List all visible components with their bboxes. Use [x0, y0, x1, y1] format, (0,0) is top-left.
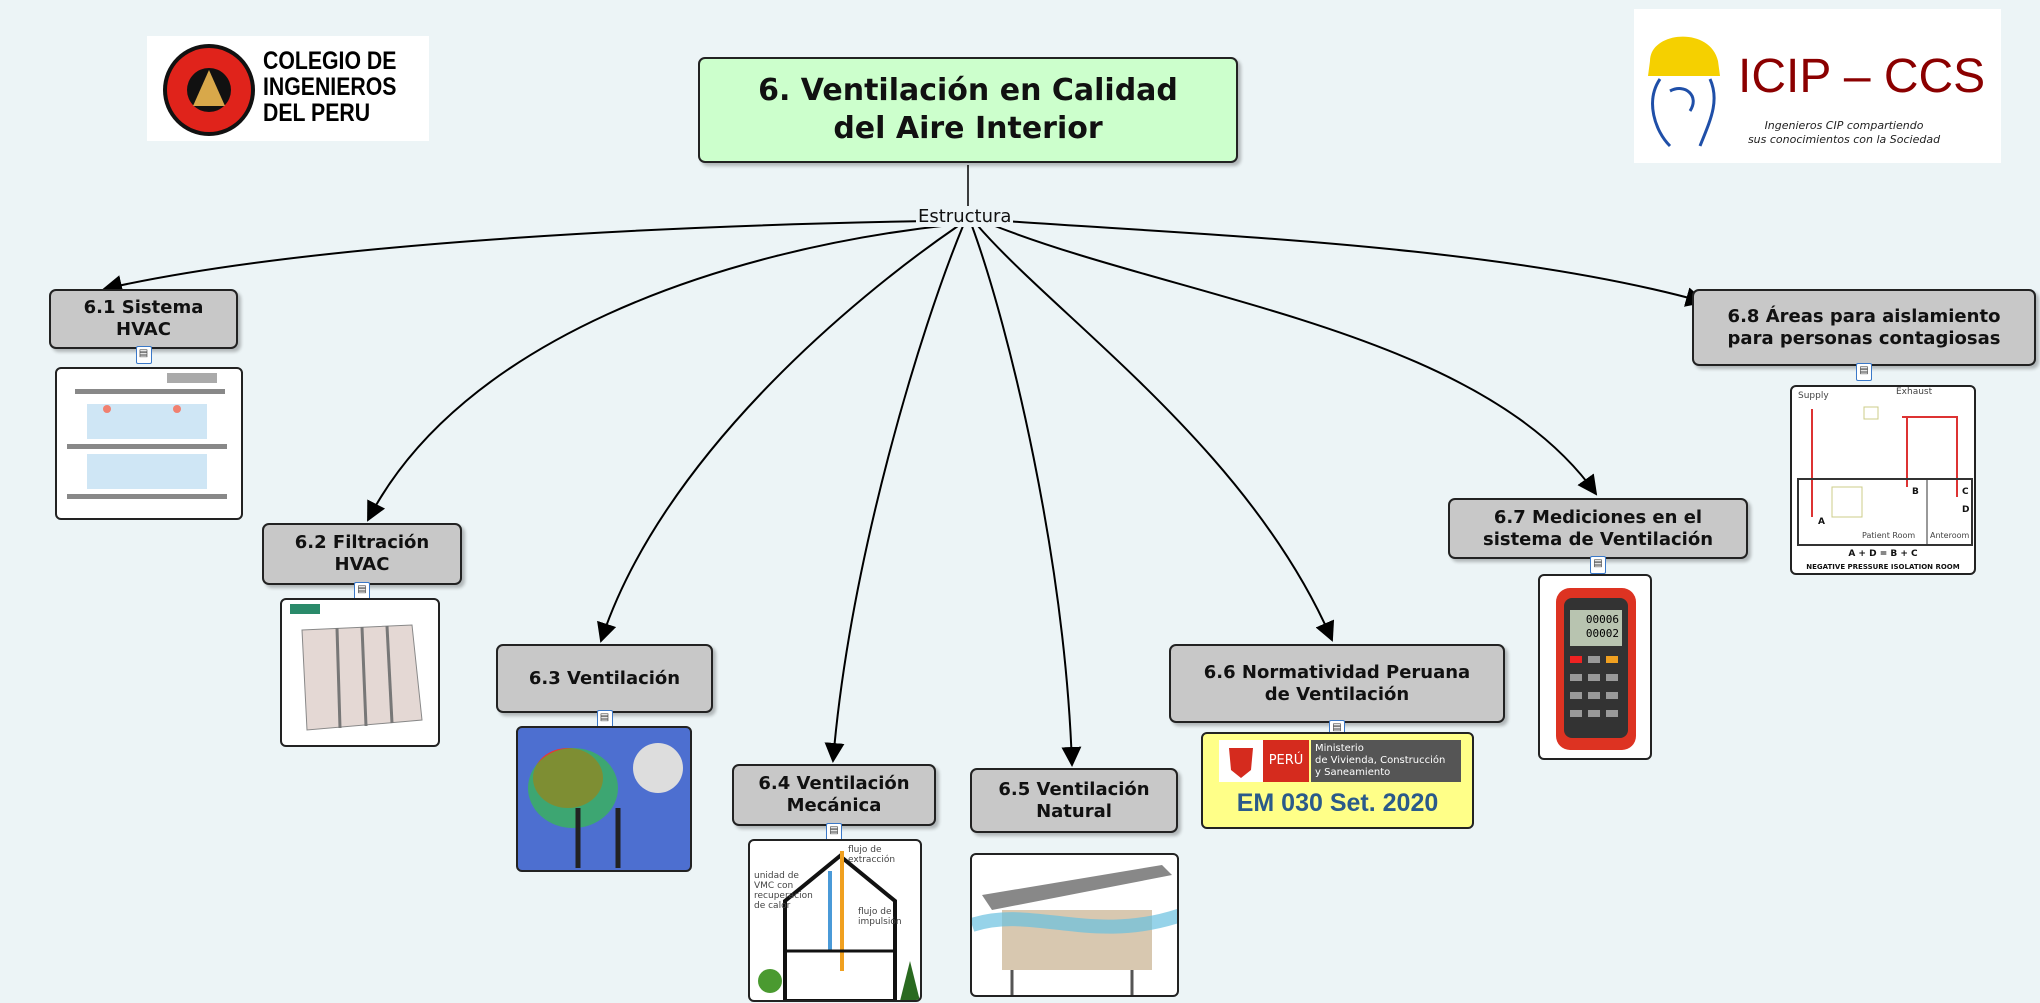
vmc-unit-label: unidad de VMC con recuperacion de calor	[754, 871, 813, 911]
node-label: sistema de Ventilación	[1482, 528, 1714, 550]
peru-coat-of-arms-icon	[1219, 740, 1263, 782]
peru-label: PERÚ	[1263, 740, 1309, 782]
mechanical-ventilation-image: flujo de extracción unidad de VMC con re…	[748, 839, 922, 1002]
node-label: para personas contagiosas	[1727, 327, 2001, 349]
link-6-5	[971, 225, 1082, 767]
node-label: 6.6 Normatividad Peruana	[1203, 661, 1471, 683]
connector-label: Estructura	[916, 206, 1014, 227]
cip-line1: COLEGIO DE	[263, 47, 397, 75]
cip-line2: INGENIEROS	[263, 73, 397, 101]
label-c: C	[1962, 487, 1969, 497]
node-label: HVAC	[334, 554, 390, 575]
central-title-line2: del Aire Interior	[833, 111, 1103, 146]
note-icon[interactable]: ▤	[1856, 363, 1872, 381]
node-label: HVAC	[116, 319, 171, 340]
node-label: Natural	[1036, 800, 1112, 822]
link-6-8	[1004, 220, 1706, 307]
manometer-image: 00006 00002	[1538, 574, 1652, 760]
label-a: A	[1818, 517, 1825, 527]
node-label: 6.8 Áreas para aislamiento	[1727, 305, 2001, 327]
node-label: Mecánica	[786, 795, 882, 816]
node-label: 6.7 Mediciones en el	[1493, 506, 1703, 528]
norm-code: EM 030 Set. 2020	[1236, 789, 1439, 817]
extract-flow-label: flujo de extracción	[848, 845, 896, 865]
helmet-head-icon	[1648, 36, 1720, 148]
label-b: B	[1912, 487, 1919, 497]
link-6-1	[102, 220, 931, 295]
node-label: 6.4 Ventilación	[758, 773, 910, 794]
icip-title: ICIP – CCS	[1738, 50, 1986, 103]
natural-ventilation-image	[970, 853, 1179, 997]
link-6-7	[989, 223, 1598, 496]
link-6-2	[367, 224, 951, 522]
filter-image	[280, 598, 440, 747]
cip-logo: COLEGIO DE INGENIEROS DEL PERU	[147, 36, 429, 141]
isolation-room-image: Supply Exhaust A B C D Patient Room Ante…	[1790, 385, 1976, 575]
anteroom-label: Anteroom	[1930, 531, 1970, 540]
hvac-system-image	[55, 367, 243, 520]
ministry-line1: Ministerio	[1315, 743, 1364, 754]
ministry-norm-note: PERÚ Ministerio de Vivienda, Construcció…	[1201, 732, 1474, 829]
node-label: 6.5 Ventilación	[998, 778, 1150, 800]
link-6-4	[824, 225, 964, 763]
note-icon[interactable]: ▤	[135, 346, 152, 364]
link-6-6	[977, 225, 1335, 642]
supply-flow-label: flujo de impulsión	[858, 907, 902, 927]
meter-reading-2: 00002	[1585, 627, 1619, 640]
patient-room-label: Patient Room	[1862, 531, 1916, 540]
cip-line3: DEL PERU	[263, 99, 371, 127]
icip-logo: ICIP – CCS Ingenieros CIP compartiendo s…	[1634, 9, 2001, 163]
central-topic[interactable]: 6. Ventilación en Calidad del Aire Inter…	[698, 57, 1238, 163]
isolation-caption: NEGATIVE PRESSURE ISOLATION ROOM	[1806, 563, 1960, 571]
ventilation-cfd-image	[516, 726, 692, 872]
node-label: 6.1 Sistema	[83, 297, 204, 318]
icip-tagline2: sus conocimientos con la Sociedad	[1747, 133, 1941, 146]
pressure-equation: A + D = B + C	[1848, 549, 1918, 559]
central-title-line1: 6. Ventilación en Calidad	[758, 73, 1178, 108]
link-6-3	[597, 225, 959, 643]
meter-reading-1: 00006	[1585, 613, 1619, 626]
node-label: 6.2 Filtración	[294, 532, 430, 553]
node-6-3[interactable]: 6.3 Ventilación▤	[496, 644, 713, 728]
supply-label: Supply	[1798, 391, 1829, 401]
cip-seal-icon	[163, 44, 255, 136]
exhaust-label: Exhaust	[1896, 387, 1933, 397]
ministry-line3: y Saneamiento	[1315, 767, 1391, 778]
label-d: D	[1962, 505, 1970, 515]
ministry-line2: de Vivienda, Construcción	[1315, 755, 1446, 766]
note-icon[interactable]: ▤	[1590, 556, 1606, 574]
icip-tagline1: Ingenieros CIP compartiendo	[1764, 119, 1924, 132]
node-label: 6.3 Ventilación	[528, 667, 681, 689]
node-label: de Ventilación	[1264, 683, 1410, 705]
